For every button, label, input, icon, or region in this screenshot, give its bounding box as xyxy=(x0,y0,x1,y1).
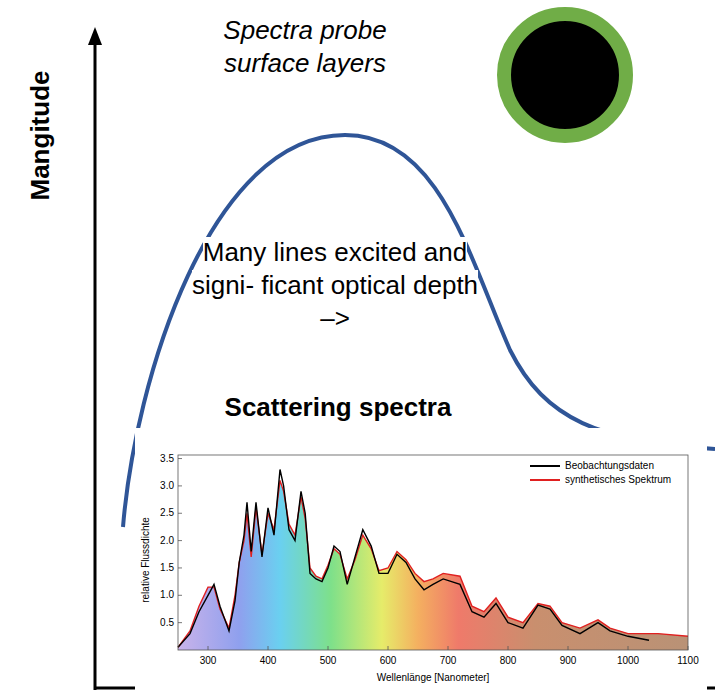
spectrum-fill xyxy=(178,480,688,650)
tick-label: 0.5 xyxy=(160,617,174,629)
annotation: Spectra probe surface layers xyxy=(205,14,405,80)
spectrum-plot xyxy=(178,470,688,651)
tick-label: 3.5 xyxy=(160,453,174,465)
annotation: Many lines excited and signi- ficant opt… xyxy=(192,237,478,333)
tick-label: 1.0 xyxy=(160,589,174,601)
spectrum-line xyxy=(178,470,649,648)
heading: Scattering spectra xyxy=(225,391,452,424)
tick-label: 1000 xyxy=(617,655,639,667)
plot-frame xyxy=(178,455,688,650)
y-axis xyxy=(94,42,97,690)
tick-label: 700 xyxy=(440,655,457,667)
text-block: Many lines excited and signi- ficant opt… xyxy=(190,236,480,335)
tick-label: 400 xyxy=(260,655,277,667)
tick-label: 800 xyxy=(500,655,517,667)
legend-line-sample xyxy=(530,479,560,481)
legend-text: synthetisches Spektrum xyxy=(565,474,671,486)
tick-label: 300 xyxy=(200,655,217,667)
tick-marks xyxy=(178,459,688,650)
axis-arrowhead xyxy=(88,27,102,45)
tick-label: 3.0 xyxy=(160,480,174,492)
tick-label: 500 xyxy=(320,655,337,667)
axis-title: relative Flussdichte xyxy=(140,517,152,603)
tick-label: 2.0 xyxy=(160,535,174,547)
legend-line-sample xyxy=(530,465,560,467)
axis-title: Wellenlänge [Nanometer] xyxy=(377,672,490,684)
tick-label: 2.5 xyxy=(160,507,174,519)
star-disc xyxy=(504,14,626,136)
tick-label: 1.5 xyxy=(160,562,174,574)
axis-title: Mangitude xyxy=(24,70,57,200)
tick-label: 1100 xyxy=(677,655,699,667)
tick-label: 600 xyxy=(380,655,397,667)
tick-label: 900 xyxy=(560,655,577,667)
spectrum-line xyxy=(178,480,688,647)
inset-background xyxy=(135,428,707,690)
legend-text: Beobachtungsdaten xyxy=(565,460,654,472)
